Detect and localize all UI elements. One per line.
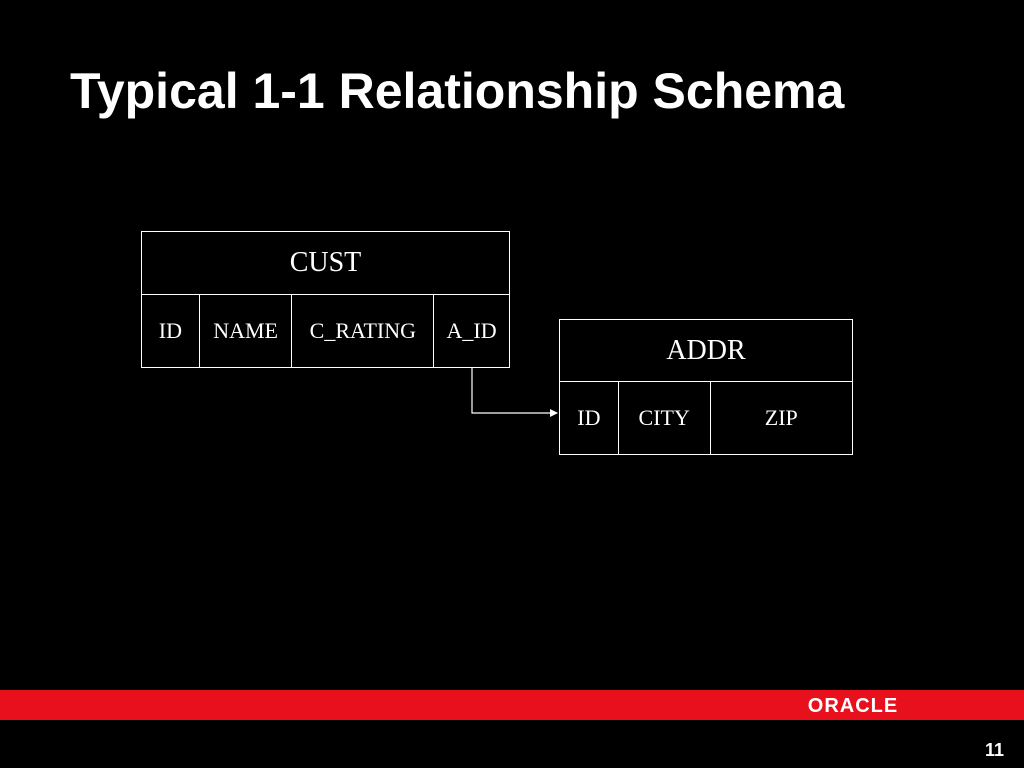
page-number: 11: [984, 740, 1004, 760]
column-cust-c-rating: C_RATING: [291, 294, 435, 368]
column-cust-name: NAME: [198, 294, 293, 368]
oracle-logo: ORACLE: [808, 695, 898, 717]
column-addr-zip: ZIP: [709, 381, 854, 455]
column-cust-id: ID: [141, 294, 200, 368]
footer-bar: [0, 690, 1024, 720]
slide-title: Typical 1-1 Relationship Schema: [70, 63, 845, 119]
svg-text:ORACLE: ORACLE: [808, 695, 898, 717]
table-name-addr: ADDR: [559, 319, 853, 382]
column-cust-a-id: A_ID: [433, 294, 510, 368]
column-addr-city: CITY: [617, 381, 711, 455]
cust-table: CUST ID NAME C_RATING A_ID: [141, 231, 510, 368]
table-name-cust: CUST: [141, 231, 510, 295]
relationship-arrow: [471, 368, 558, 417]
addr-table: ADDR ID CITY ZIP: [559, 319, 854, 455]
column-addr-id: ID: [559, 381, 619, 455]
